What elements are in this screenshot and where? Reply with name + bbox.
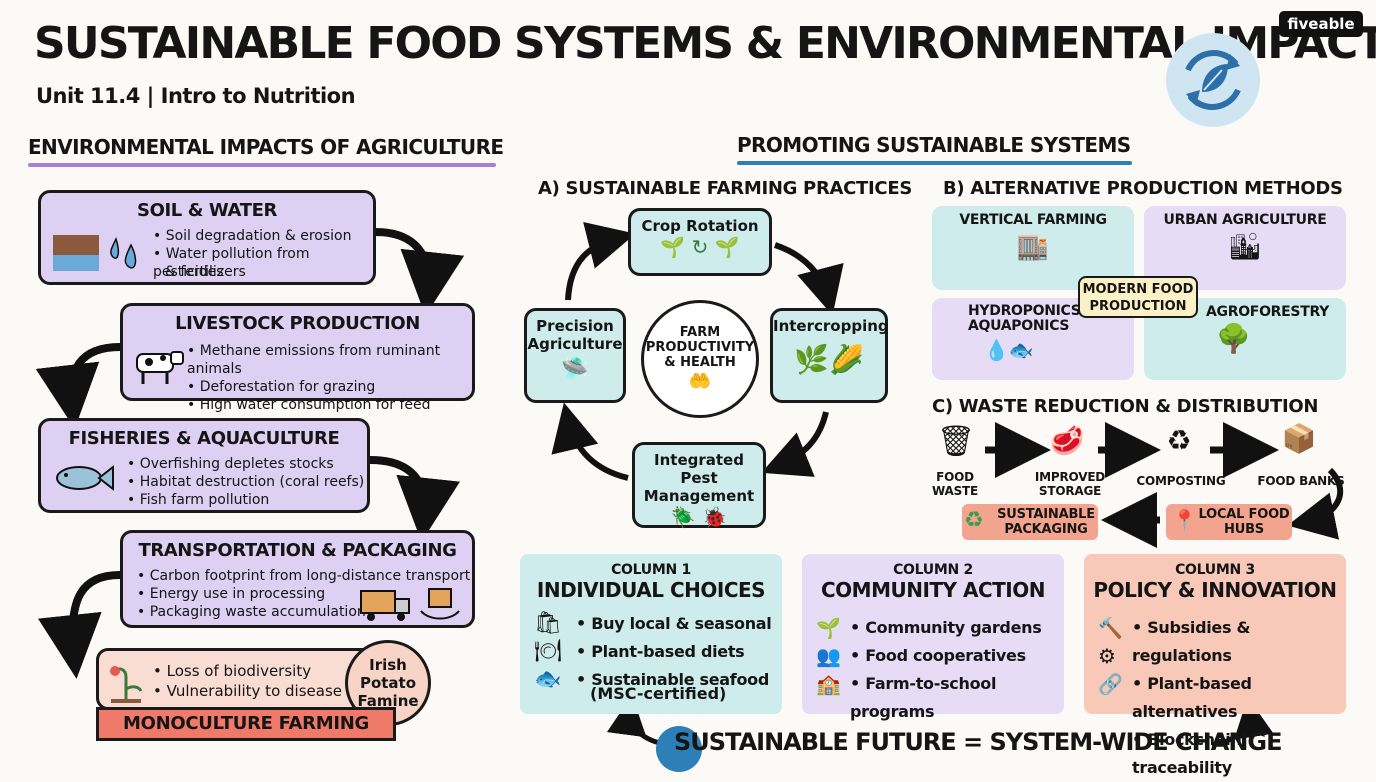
monoculture-banner: MONOCULTURE FARMING [96, 707, 396, 741]
list-item: Deforestation for grazing [187, 378, 472, 396]
precision-node: Precision Agriculture 🛸 [524, 308, 626, 403]
column-individual: COLUMN 1 INDIVIDUAL CHOICES 🛍🍽🐟 Buy loca… [520, 554, 782, 714]
wilting-plant-icon [110, 666, 143, 703]
improved-storage-label: IMPROVED STORAGE [1034, 470, 1106, 498]
livestock-box: LIVESTOCK PRODUCTION Methane emissions f… [120, 303, 475, 413]
column-policy: COLUMN 3 POLICY & INNOVATION 🔨⚙🔗 Subsidi… [1084, 554, 1346, 777]
footer-banner: SUSTAINABLE FUTURE = SYSTEM-WIDE CHANGE [674, 728, 1283, 756]
left-heading: ENVIRONMENTAL IMPACTS OF AGRICULTURE [28, 135, 504, 159]
storage-container-icon: 🥩 [1049, 424, 1085, 457]
intercropping-node: Intercropping 🌿🌽 [770, 308, 889, 403]
waste-heading: C) WASTE REDUCTION & DISTRIBUTION [932, 396, 1319, 417]
recycle-icon: ♻ [964, 508, 984, 533]
list-item: Plant-based alternatives [1132, 670, 1346, 726]
list-item: Habitat destruction (coral reefs) [127, 473, 365, 491]
alternative-heading: B) ALTERNATIVE PRODUCTION METHODS [943, 178, 1343, 199]
bug-icon: 🪲 🐞 [670, 505, 728, 529]
tree-icon: 🌳 [1216, 322, 1251, 355]
fish-icon [56, 464, 114, 492]
page-title: SUSTAINABLE FOOD SYSTEMS & ENVIRONMENTAL… [34, 18, 1376, 69]
ipm-node: Integrated Pest Management 🪲 🐞 [632, 442, 766, 529]
trash-bin-icon: 🗑 [936, 424, 976, 459]
composting-label: COMPOSTING [1136, 474, 1226, 488]
ipm-label: Integrated Pest Management [643, 451, 755, 505]
list-item: Packaging waste accumulation [137, 603, 470, 621]
msc-note: (MSC-certified) [590, 684, 727, 703]
compost-bin-icon: ♻ [1166, 424, 1192, 457]
donation-box-icon: 📦 [1281, 422, 1317, 455]
list-item: Sustainable seafood [576, 670, 772, 690]
right-heading: PROMOTING SUSTAINABLE SYSTEMS [737, 133, 1131, 157]
page-subtitle: Unit 11.4 | Intro to Nutrition [36, 84, 356, 108]
list-item: Farm-to-school programs [850, 670, 1064, 726]
column-community: COLUMN 2 COMMUNITY ACTION 🌱👥🏫 Community … [802, 554, 1064, 721]
sprout-icon: 🌱 ↻ 🌱 [660, 235, 740, 259]
list-item: Community gardens [850, 614, 1064, 642]
hydroponics-label: HYDROPONICS/ AQUAPONICS [968, 303, 1086, 334]
farming-heading: A) SUSTAINABLE FARMING PRACTICES [538, 178, 912, 199]
globe-icon [656, 726, 702, 772]
right-heading-underline [737, 161, 1132, 165]
sustainable-packaging-label: SUSTAINABLE PACKAGING [997, 507, 1095, 537]
soil-water-box: SOIL & WATER Soil degradation & erosion … [38, 190, 376, 285]
transport-title: TRANSPORTATION & PACKAGING [138, 540, 457, 561]
list-item: Soil degradation & erosion [153, 227, 373, 245]
soil-water-icon [53, 235, 137, 271]
precision-label: Precision Agriculture [527, 317, 623, 353]
transport-box: TRANSPORTATION & PACKAGING Carbon footpr… [120, 530, 475, 628]
list-item: Energy use in processing [137, 585, 470, 603]
farm-productivity-hub: FARM PRODUCTIVITY & HEALTH 🤲 [641, 300, 759, 418]
sustainable-packaging-box: ♻ SUSTAINABLE PACKAGING [962, 504, 1098, 540]
cow-icon [136, 351, 184, 384]
shopping-bag-icon: 🛍🍽🐟 [534, 611, 562, 692]
soil-water-title: SOIL & WATER [137, 200, 277, 221]
fisheries-title: FISHERIES & AQUACULTURE [68, 428, 340, 449]
list-item: Carbon footprint from long-distance tran… [137, 567, 471, 585]
food-waste-label: FOOD WASTE [931, 470, 978, 498]
brand-logo: fiveable [1279, 11, 1363, 37]
list-item: Buy local & seasonal [576, 610, 772, 638]
list-item-continued: & fertilizers [165, 264, 246, 280]
list-item: Food cooperatives [850, 642, 1064, 670]
list-item: Water pollution from pesticides [153, 245, 373, 281]
crop-rotation-node: Crop Rotation 🌱 ↻ 🌱 [628, 208, 772, 276]
left-heading-underline [28, 163, 496, 167]
local-food-hubs-label: LOCAL FOOD HUBS [1198, 507, 1290, 537]
map-pin-icon: 📍 [1172, 508, 1197, 532]
list-item: High water consumption for feed [187, 396, 472, 414]
list-item: Methane emissions from ruminant animals [187, 342, 472, 378]
water-fish-icon: 💧🐟 [984, 338, 1034, 362]
livestock-title: LIVESTOCK PRODUCTION [175, 313, 420, 334]
list-item: Plant-based diets [576, 638, 772, 666]
hand-soil-icon: 🤲 [688, 371, 712, 392]
list-item: Vulnerability to disease [153, 681, 342, 701]
list-item: Fish farm pollution [127, 491, 364, 509]
community-icon: 🌱👥🏫 [816, 616, 841, 696]
drone-icon: 🛸 [561, 357, 589, 382]
fisheries-box: FISHERIES & AQUACULTURE Overfishing depl… [38, 418, 370, 513]
list-item: Loss of biodiversity [153, 661, 342, 681]
recycle-leaf-icon [1166, 33, 1260, 127]
truck-box-icon [360, 588, 460, 621]
list-item: Subsidies & regulations [1132, 614, 1346, 670]
local-food-hubs-box: 📍 LOCAL FOOD HUBS [1166, 504, 1292, 540]
modern-food-production-hub: MODERN FOOD PRODUCTION [1078, 276, 1198, 318]
food-banks-label: FOOD BANKS [1257, 474, 1345, 488]
mixed-crops-icon: 🌿🌽 [794, 343, 864, 376]
list-item: Overfishing depletes stocks [127, 455, 364, 473]
city-icon: 🏙 [1228, 232, 1262, 262]
gavel-icon: 🔨⚙🔗 [1098, 616, 1123, 696]
greenhouse-icon: 🏬 [1016, 232, 1050, 262]
